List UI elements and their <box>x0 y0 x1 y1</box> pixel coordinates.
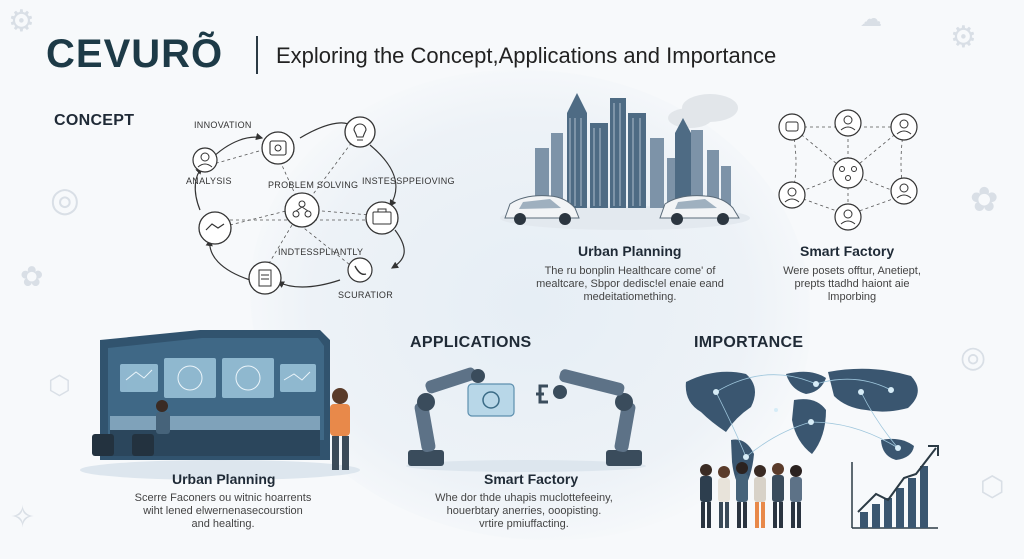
brain-chip-icon <box>261 131 295 165</box>
car-icon <box>659 195 740 225</box>
bg-doodle-icon: ⚙ <box>950 21 977 54</box>
concept-title: CONCEPT <box>54 112 135 129</box>
caption-line: wiht lened elwernenasecourstion <box>143 505 303 517</box>
robot-arm-icon <box>536 369 642 466</box>
handshake-icon <box>198 211 232 245</box>
city-skyline-illustration <box>500 93 750 230</box>
document-icon <box>248 261 282 295</box>
car-icon <box>504 195 580 225</box>
people-network-diagram <box>778 109 918 231</box>
top-urban-planning-caption: The ru bonplin Healthcare come' of mealt… <box>508 265 752 304</box>
bottom-smart-factory-title: Smart Factory <box>484 471 579 487</box>
logo: CEVURÕ <box>46 32 224 76</box>
caption-line: houerbtary anerries, ooopisting. <box>446 505 602 517</box>
node-label-analysis: ANALYSIS <box>186 176 232 186</box>
caption-line: medeitatiomething. <box>583 291 677 303</box>
bottom-smart-factory-caption: Whe dor thde uhapis muclottefeeiny, houe… <box>414 492 634 531</box>
caption-line: and healting. <box>191 518 255 530</box>
bg-doodle-icon: ⬡ <box>48 370 71 400</box>
robot-arms-illustration <box>406 367 646 472</box>
bg-doodle-icon: ✧ <box>10 501 36 534</box>
bg-doodle-icon: ✿ <box>20 261 44 292</box>
bg-doodle-icon: ⬡ <box>980 471 1005 502</box>
bg-doodle-icon: ☁ <box>860 6 882 31</box>
person-icon <box>330 388 350 470</box>
control-room-illustration <box>80 330 360 480</box>
network-icon <box>284 192 320 228</box>
caption-line: The ru bonplin Healthcare come' of <box>544 265 716 277</box>
bg-doodle-icon: ✿ <box>970 181 999 219</box>
bg-doodle-icon: ⚙ <box>8 5 35 38</box>
node-label-indtessp: INDTESSPLIANTLY <box>278 247 364 257</box>
chair-icon <box>92 434 154 456</box>
bg-doodle-icon: ◎ <box>960 341 987 374</box>
caption-line: vrtire pmiuffacting. <box>479 518 569 530</box>
caption-line: Scerre Faconers ou witnic hoarrents <box>134 492 312 504</box>
header-divider <box>256 36 258 74</box>
caption-line: prepts ttadhd haiont aie <box>794 278 910 290</box>
person-headset-icon <box>192 147 218 173</box>
node-label-innovation: INNOVATION <box>194 120 252 130</box>
caption-line: Whe dor thde uhapis muclottefeeiny, <box>435 492 613 504</box>
bg-doodle-icon: ◎ <box>50 181 80 219</box>
growth-chart-icon <box>851 445 939 529</box>
caption-line: mealtcare, Sbpor dedisc!el enaie eand <box>536 278 724 290</box>
importance-title: IMPORTANCE <box>694 334 804 351</box>
toolbox-icon <box>365 201 399 235</box>
person-icon <box>156 400 170 434</box>
top-urban-planning-title: Urban Planning <box>578 243 682 259</box>
world-map-illustration <box>685 368 939 529</box>
robot-arm-icon <box>408 367 485 466</box>
applications-title: APPLICATIONS <box>410 334 532 351</box>
node-label-scuratior: SCURATIOR <box>338 290 394 300</box>
node-label-problem-solving: PROBLEM SOLVING <box>268 180 359 190</box>
top-smart-factory-caption: Were posets offtur, Anetiept, prepts tta… <box>762 265 942 304</box>
top-smart-factory-title: Smart Factory <box>800 243 895 259</box>
node-label-instesspp: INSTESSPPEIOVING <box>362 176 455 186</box>
caption-line: lmporbing <box>827 291 877 303</box>
bottom-urban-planning-caption: Scerre Faconers ou witnic hoarrents wiht… <box>110 492 336 531</box>
phone-icon <box>347 257 373 283</box>
page-subtitle: Exploring the Concept,Applications and I… <box>276 43 777 68</box>
concept-diagram <box>192 116 405 295</box>
people-group-icon <box>700 462 802 528</box>
caption-line: Were posets offtur, Anetiept, <box>783 265 921 277</box>
lightbulb-icon <box>344 116 376 148</box>
bottom-urban-planning-title: Urban Planning <box>172 471 276 487</box>
